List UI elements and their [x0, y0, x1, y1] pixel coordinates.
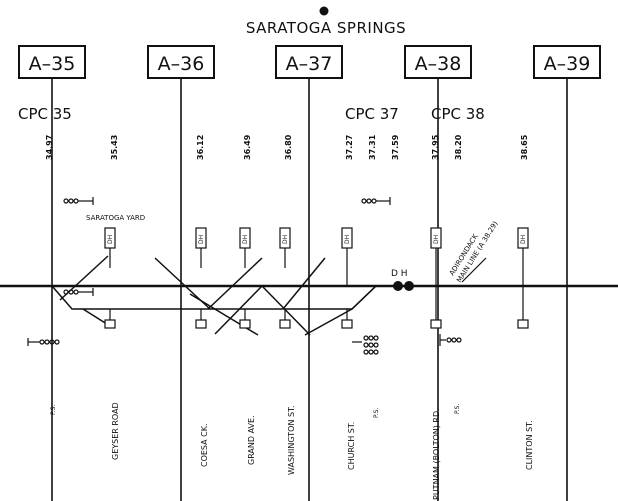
- milepost: 36.12: [196, 135, 205, 160]
- signal-symbol-lower-mid: [352, 335, 379, 355]
- branch-pointer: [461, 257, 487, 283]
- device-label: DH: [520, 235, 527, 244]
- branch-label: ADIRONDACK MAIN LINE (A 38.29): [448, 220, 500, 284]
- milepost: 37.27: [345, 135, 354, 160]
- ps-label: P.S.: [454, 404, 461, 414]
- siding-track: [51, 255, 377, 336]
- street-label: PUTNAM (BOLTON) RD.: [432, 408, 441, 500]
- svg-text:A–37: A–37: [286, 53, 333, 75]
- signal-symbol-upper-mid: [361, 197, 391, 205]
- svg-text:A–35: A–35: [29, 53, 76, 75]
- milepost: 37.31: [368, 134, 377, 160]
- signal-box-a37: A–37: [275, 45, 343, 79]
- signal-box-a39: A–39: [533, 45, 601, 79]
- milepost: 36.80: [284, 134, 293, 160]
- block-lines: [51, 78, 568, 501]
- milepost: 38.65: [520, 134, 529, 160]
- ps-label: P.S.: [373, 408, 380, 418]
- dh-marker-label: D H: [391, 269, 408, 279]
- svg-text:A–39: A–39: [544, 53, 591, 75]
- device-label: DH: [282, 235, 289, 244]
- street-label: CLINTON ST.: [525, 420, 534, 470]
- signal-symbol-lower-left: [27, 338, 60, 346]
- device-label: DH: [242, 235, 249, 244]
- street-label: WASHINGTON ST.: [287, 405, 296, 475]
- device-labels: DH DH DH DH DH DH DH: [107, 235, 527, 244]
- milepost: 36.49: [243, 134, 252, 160]
- milepost: 34.97: [45, 135, 54, 160]
- milepost: 35.43: [110, 135, 119, 160]
- device-label: DH: [107, 235, 114, 244]
- signal-box-a36: A–36: [147, 45, 215, 79]
- milepost: 38.20: [454, 134, 463, 160]
- street-labels: GEYSER ROAD COESA CK. GRAND AVE. WASHING…: [111, 402, 534, 500]
- cpc-37-label: CPC 37: [345, 105, 399, 123]
- signal-symbol-main-left: [63, 288, 94, 296]
- street-label: COESA CK.: [200, 423, 209, 467]
- milepost: 37.59: [391, 134, 400, 160]
- device-label: DH: [344, 235, 351, 244]
- device-label: DH: [433, 235, 440, 244]
- cpc-38-label: CPC 38: [431, 105, 485, 123]
- device-label: DH: [198, 235, 205, 244]
- ps-label: P.S.: [50, 405, 57, 415]
- device-boxes-lower: [104, 286, 529, 329]
- station-title: SARATOGA SPRINGS: [246, 19, 406, 37]
- device-boxes-upper: [104, 227, 529, 285]
- svg-text:A–38: A–38: [415, 53, 462, 75]
- station-marker: [319, 6, 329, 16]
- street-label: CHURCH ST.: [347, 422, 356, 470]
- dh-marker: [404, 281, 414, 291]
- milepost: 37.95: [431, 134, 440, 160]
- signal-symbol-upper-left: [63, 197, 94, 205]
- svg-text:A–36: A–36: [158, 53, 205, 75]
- cpc-35-label: CPC 35: [18, 105, 72, 123]
- signal-box-a35: A–35: [18, 45, 86, 79]
- signal-symbol-lower-right: [439, 334, 462, 346]
- yard-label: SARATOGA YARD: [86, 214, 145, 222]
- street-label: GRAND AVE.: [247, 415, 256, 465]
- street-label: GEYSER ROAD: [111, 402, 120, 460]
- dh-marker: [393, 281, 403, 291]
- mileposts: 34.97 35.43 36.12 36.49 36.80 37.27 37.3…: [45, 134, 529, 160]
- signal-box-a38: A–38: [404, 45, 472, 79]
